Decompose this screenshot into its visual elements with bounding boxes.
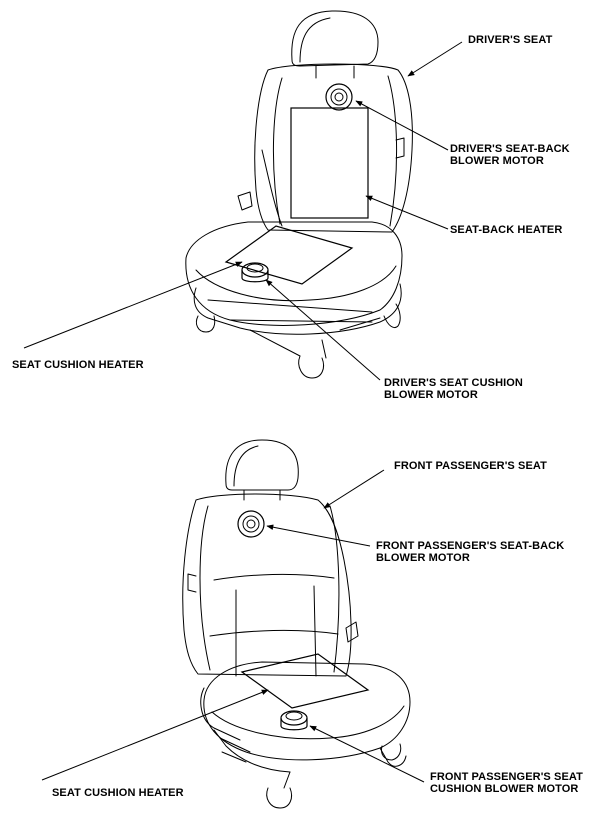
passenger-leader-lines bbox=[41, 469, 425, 783]
label-seatback-heater: SEAT-BACK HEATER bbox=[450, 224, 563, 236]
leader-driver-seat bbox=[407, 41, 463, 77]
driver-seatback-heater-shape bbox=[290, 107, 369, 219]
passenger-seat-illustration bbox=[182, 439, 411, 809]
label-driver-seatback-blower-motor: DRIVER'S SEAT-BACK BLOWER MOTOR bbox=[450, 143, 570, 167]
driver-seat-cushion-heater-shape bbox=[224, 225, 354, 285]
passenger-seatback-blower-motor-shape bbox=[237, 510, 265, 538]
label-driver-cushion-blower-motor: DRIVER'S SEAT CUSHION BLOWER MOTOR bbox=[384, 377, 523, 401]
label-driver-seat-cushion-heater: SEAT CUSHION HEATER bbox=[12, 359, 144, 371]
label-front-passenger-seat: FRONT PASSENGER'S SEAT bbox=[394, 460, 547, 472]
driver-leader-lines bbox=[23, 41, 463, 381]
leader-driver-cushion-heater bbox=[23, 261, 243, 349]
label-passenger-seat-cushion-heater: SEAT CUSHION HEATER bbox=[52, 787, 184, 799]
label-passenger-cushion-blower-motor: FRONT PASSENGER'S SEAT CUSHION BLOWER MO… bbox=[430, 771, 583, 795]
driver-cushion-blower-motor-shape bbox=[241, 262, 269, 283]
passenger-cushion-blower-motor-shape bbox=[280, 710, 308, 731]
label-passenger-seatback-blower-motor: FRONT PASSENGER'S SEAT-BACK BLOWER MOTOR bbox=[376, 540, 565, 564]
label-driver-seat: DRIVER'S SEAT bbox=[468, 34, 553, 46]
leader-passenger-cushion-heater bbox=[41, 689, 269, 781]
leader-driver-seatback-blower bbox=[355, 100, 449, 151]
passenger-seat-cushion-heater-shape bbox=[240, 653, 370, 709]
leader-driver-cushion-blower bbox=[265, 279, 381, 381]
driver-seat-illustration bbox=[185, 10, 413, 379]
driver-seatback-blower-motor-shape bbox=[325, 83, 353, 111]
leader-seatback-heater bbox=[365, 195, 449, 230]
leader-passenger-cushion-blower bbox=[309, 725, 425, 783]
leader-passenger-seat bbox=[323, 469, 385, 509]
leader-passenger-seatback-blower bbox=[266, 524, 371, 547]
